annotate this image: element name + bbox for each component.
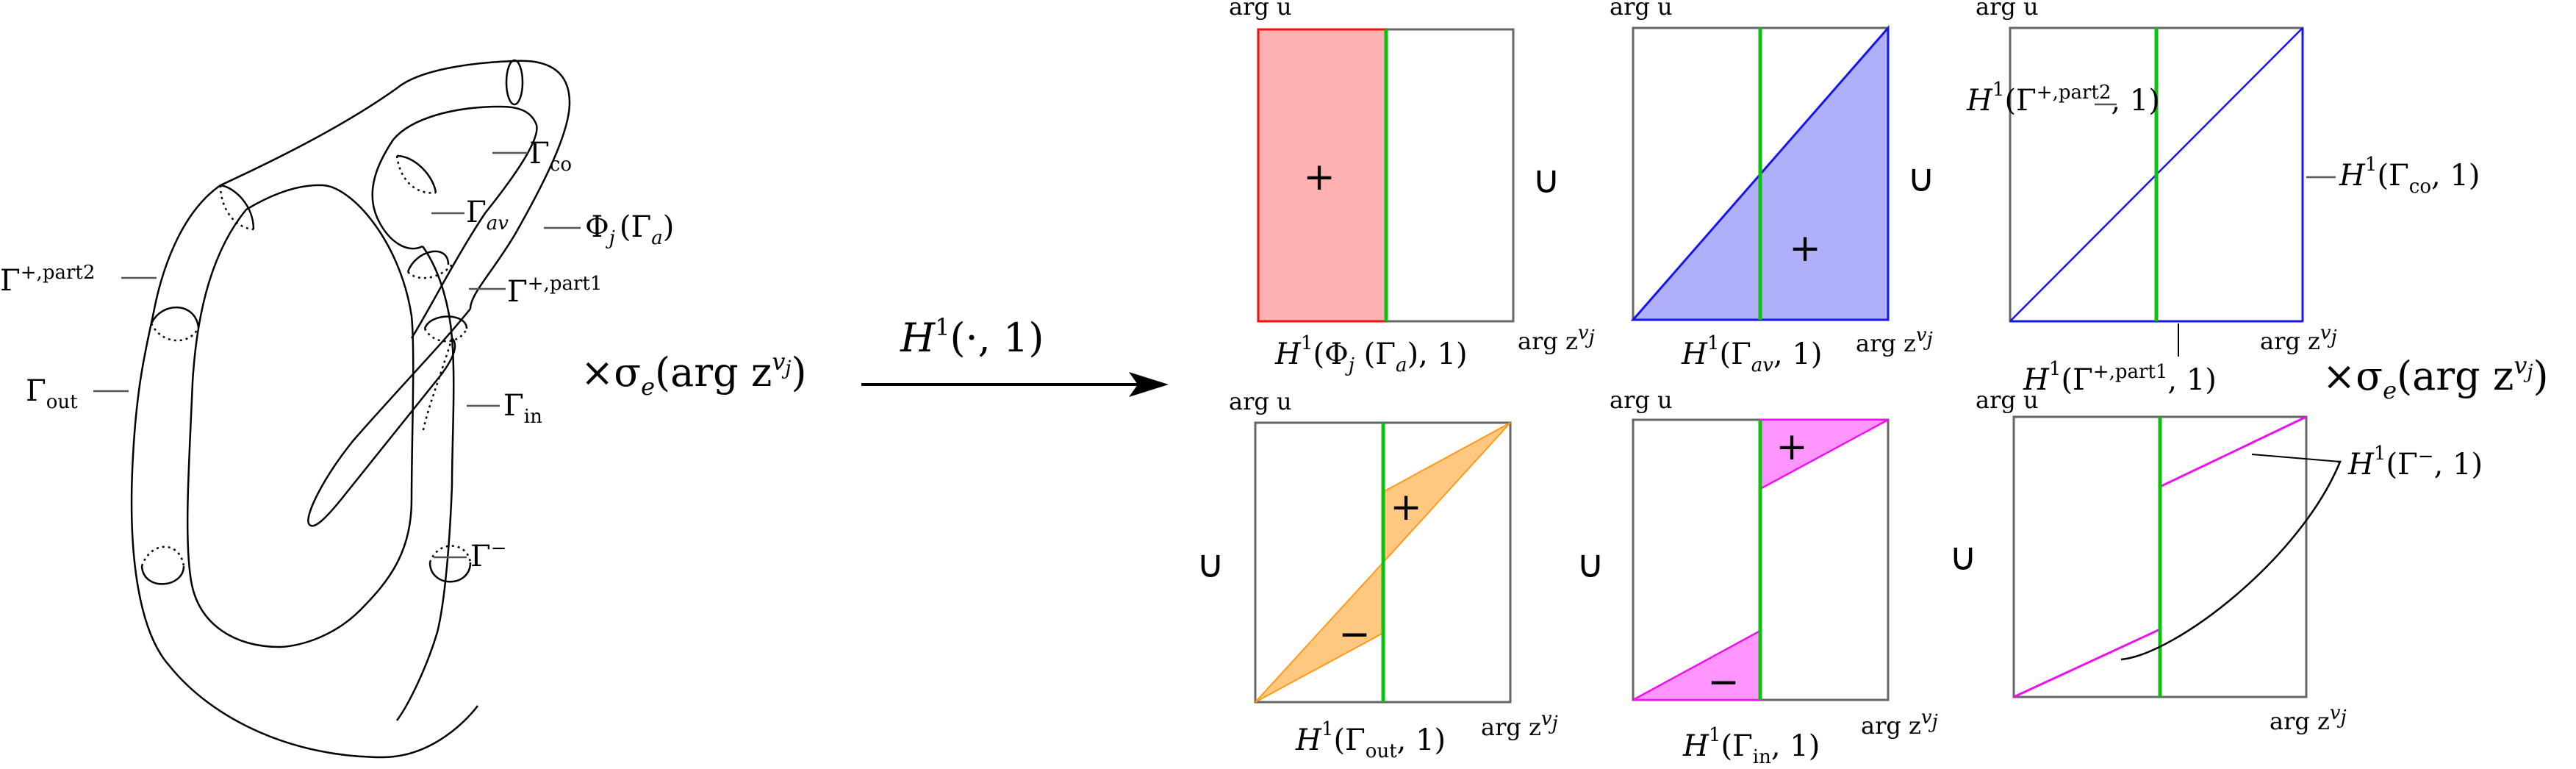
union-symbol: ∪ [1907, 157, 1935, 201]
axis-x-label: arg zvj [2270, 702, 2347, 735]
label-gamma-out: Γout [26, 374, 78, 413]
magenta-line-upper [2159, 415, 2307, 488]
axis-y-label: arg u [1229, 387, 1292, 415]
axis-x-label: arg zvj [1856, 324, 1933, 357]
axis-x-label: arg zvj [1518, 322, 1595, 355]
plus-sign: + [1776, 425, 1808, 469]
leader-curve [2120, 460, 2342, 661]
caption-gamma-plus-part2: H1(Γ+,part2, 1) [1966, 79, 2160, 118]
union-symbol: ∪ [1576, 543, 1604, 587]
surface-diagram [93, 59, 581, 759]
red-region [1257, 28, 1388, 323]
label-gamma-plus-part2: Γ+,part2 [0, 262, 95, 298]
axis-y-label: arg u [1610, 0, 1673, 21]
caption-gamma-minus: H1(Γ−, 1) [2347, 443, 2483, 482]
minus-sign: − [1338, 612, 1371, 657]
panel-gamma-av: arg u + H1(Γav, 1) arg zvj [1610, 0, 1933, 376]
label-gamma-av: Γav [466, 196, 509, 235]
panel-gamma-minus: arg u H1(Γ−, 1) arg zvj [1976, 386, 2483, 735]
mapping-arrow: H1(·, 1) [861, 313, 1169, 397]
label-gamma-minus: Γ− [470, 537, 507, 573]
axis-x-label: arg zvj [1861, 707, 1938, 740]
panel-phi-gamma-a: arg u + H1(Φj (Γa), 1) arg zvj [1229, 0, 1595, 376]
minus-sign: − [1707, 660, 1740, 704]
label-gamma-in: Γin [503, 389, 542, 428]
axis-x-label: arg zvj [2260, 322, 2337, 355]
axis-y-label: arg u [1229, 0, 1292, 21]
panel-caption: H1(Γout, 1) [1295, 718, 1446, 762]
union-symbol: ∪ [1532, 158, 1560, 202]
plus-sign: + [1390, 485, 1422, 529]
panel-caption: H1(Γin, 1) [1682, 724, 1820, 768]
magenta-line-lower [2013, 628, 2161, 698]
axis-y-label: arg u [1976, 386, 2039, 414]
panel-gamma-in: arg u + − H1(Γin, 1) arg zvj [1610, 386, 1938, 768]
union-symbol: ∪ [1949, 535, 1977, 579]
axis-y-label: arg u [1976, 0, 2039, 21]
plus-sign: + [1789, 226, 1821, 271]
caption-gamma-plus-part1: H1(Γ+,part1, 1) [2023, 358, 2217, 397]
arrow-label: H1(·, 1) [900, 313, 1044, 361]
axis-y-label: arg u [1610, 386, 1673, 414]
panel-gamma-out: arg u + − H1(Γout, 1) arg zvj [1229, 387, 1558, 762]
caption-gamma-co: H1(Γco, 1) [2339, 154, 2480, 198]
leader-line [2251, 454, 2341, 462]
times-sigma-right: ×σe(arg zvj) [2322, 351, 2549, 404]
arrow-head-icon [1129, 372, 1169, 397]
label-gamma-plus-part1: Γ+,part1 [507, 273, 602, 309]
panel-caption: H1(Φj (Γa), 1) [1274, 332, 1468, 376]
plus-sign: + [1303, 155, 1335, 199]
axis-x-label: arg zvj [1481, 708, 1558, 741]
label-gamma-co: Γco [529, 137, 572, 176]
panel-gamma-plus-co: arg u H1(Γ+,part2, 1) H1(Γco, 1) H1(Γ+,p… [1966, 0, 2549, 404]
label-phi-j-gamma-a: Φj(Γa) [585, 210, 674, 249]
union-symbol: ∪ [1196, 543, 1224, 587]
surface-labels: Γco Γav Φj(Γa) Γ+,part1 Γ+,part2 Γout Γi… [0, 137, 807, 573]
times-sigma-left: ×σe(arg zvj) [581, 348, 807, 401]
panel-caption: H1(Γav, 1) [1681, 332, 1822, 376]
